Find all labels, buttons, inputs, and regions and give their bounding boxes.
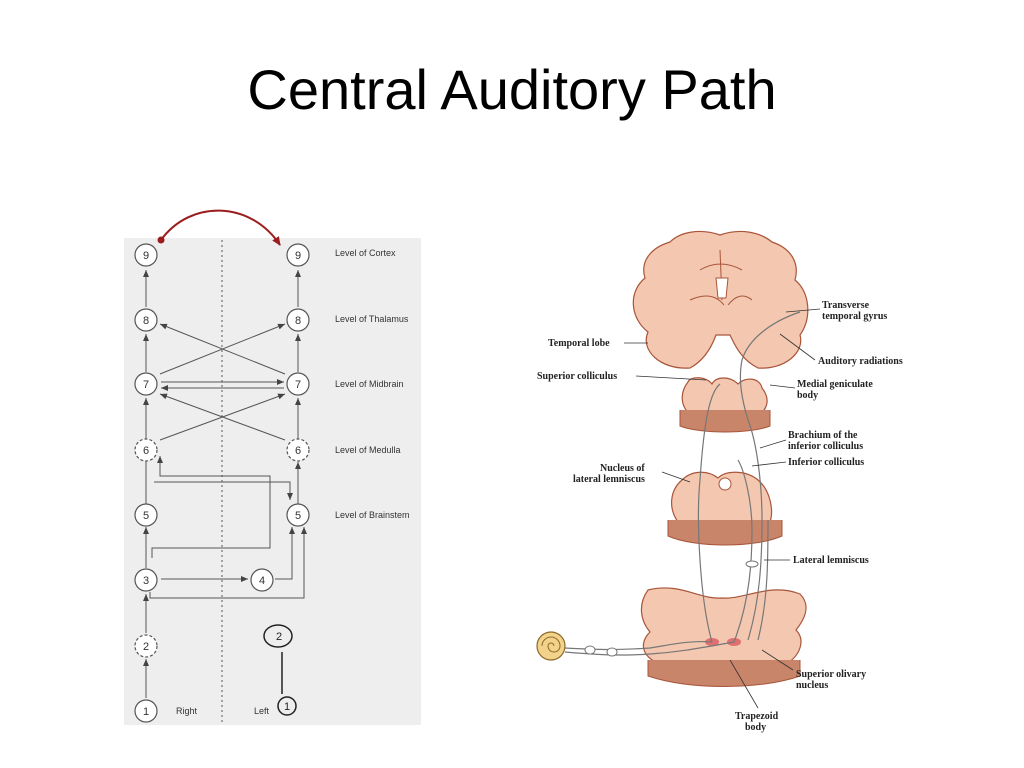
slide-title: Central Auditory Path	[247, 58, 777, 121]
label-trapezoid-2: body	[745, 722, 766, 733]
node-4: 4	[259, 575, 265, 587]
level-midbrain: Level of Midbrain	[335, 379, 404, 389]
node-r7: 7	[143, 379, 149, 391]
label-left: Left	[254, 706, 270, 716]
node-r2: 2	[143, 641, 149, 653]
node-left-1: 1	[284, 701, 290, 713]
level-medulla: Level of Medulla	[335, 445, 401, 455]
label-nucleus-lemniscus-1: Nucleus of	[600, 463, 645, 474]
cortex-crossing-arrow	[160, 209, 281, 246]
label-superior-olivary-1: Superior olivary	[796, 669, 866, 680]
label-transverse-1: Transverse	[822, 300, 870, 311]
node-r1: 1	[143, 706, 149, 718]
label-medial-geniculate-1: Medial geniculate	[797, 379, 873, 390]
label-auditory-radiations: Auditory radiations	[818, 356, 903, 367]
label-trapezoid-1: Trapezoid	[735, 711, 779, 722]
label-transverse-2: temporal gyrus	[822, 311, 887, 322]
label-brachium-2: inferior colliculus	[788, 441, 863, 452]
level-cortex: Level of Cortex	[335, 248, 396, 258]
node-r8: 8	[143, 315, 149, 327]
label-superior-olivary-2: nucleus	[796, 680, 828, 691]
node-l8: 8	[295, 315, 301, 327]
cochlea-icon	[536, 631, 566, 661]
node-l5: 5	[295, 510, 301, 522]
node-l7: 7	[295, 379, 301, 391]
label-inferior-colliculus: Inferior colliculus	[788, 457, 864, 468]
node-r3: 3	[143, 575, 149, 587]
label-temporal-lobe: Temporal lobe	[548, 338, 610, 349]
node-l9: 9	[295, 250, 301, 262]
node-r5: 5	[143, 510, 149, 522]
label-superior-colliculus: Superior colliculus	[537, 371, 617, 382]
node-r6: 6	[143, 445, 149, 457]
cortex-arrow-start-dot	[157, 236, 165, 244]
medulla-slice	[640, 587, 807, 671]
node-l6: 6	[295, 445, 301, 457]
cerebrum-slice	[632, 230, 809, 369]
level-brainstem: Level of Brainstem	[335, 510, 410, 520]
level-thalamus: Level of Thalamus	[335, 314, 409, 324]
label-brachium-1: Brachium of the	[788, 430, 858, 441]
node-r9: 9	[143, 250, 149, 262]
node-left-2: 2	[276, 631, 282, 643]
label-nucleus-lemniscus-2: lateral lemniscus	[573, 474, 645, 485]
label-medial-geniculate-2: body	[797, 390, 818, 401]
label-right: Right	[176, 706, 198, 716]
label-lateral-lemniscus: Lateral lemniscus	[793, 555, 869, 566]
